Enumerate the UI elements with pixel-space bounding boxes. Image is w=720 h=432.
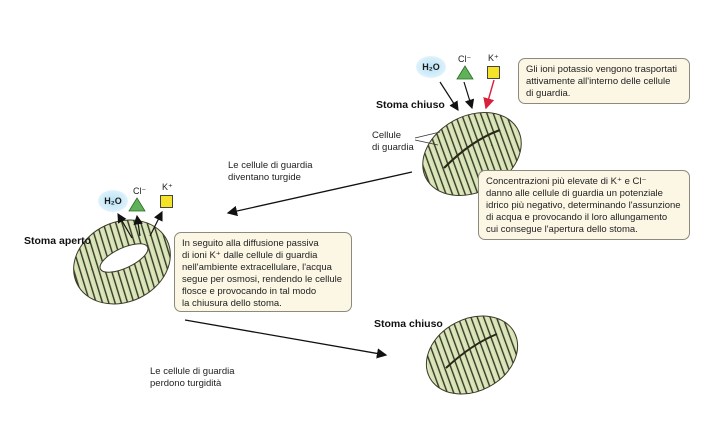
- chloride-triangle-top: [456, 65, 474, 80]
- stoma-closed-title-bottom: Stoma chiuso: [374, 318, 443, 330]
- stoma-open-title: Stoma aperto: [24, 235, 92, 247]
- guard-cell-pointer-1: [414, 131, 441, 139]
- guard-cells-label: Cellule di guardia: [372, 130, 414, 153]
- closing-process-arrow: [184, 319, 388, 359]
- opening-process-arrow: [226, 171, 413, 217]
- guard-cell-pointer-2: [414, 139, 439, 146]
- potassium-out-arrow: [149, 210, 163, 237]
- potassium-square-top: [487, 66, 500, 79]
- potassium-label-open: K⁺: [162, 182, 173, 192]
- water-molecule-top: H₂O: [416, 56, 446, 78]
- callout-potassium-transport: Gli ioni potassio vengono trasportati at…: [518, 58, 690, 104]
- potassium-in-arrow: [483, 79, 495, 110]
- chloride-in-arrow: [463, 81, 475, 110]
- water-molecule-open: H₂O: [98, 190, 128, 212]
- chloride-label-top: Cl⁻: [458, 54, 472, 64]
- chloride-label-open: Cl⁻: [133, 186, 147, 196]
- water-in-arrow: [439, 81, 459, 112]
- lose-turgor-label: Le cellule di guardia perdono turgidità: [150, 366, 235, 389]
- turgid-label: Le cellule di guardia diventano turgide: [228, 160, 313, 183]
- stoma-open: [73, 219, 171, 305]
- callout-concentration: Concentrazioni più elevate di K⁺ e Cl⁻ d…: [478, 170, 690, 240]
- chloride-out-arrow: [133, 214, 143, 237]
- potassium-label-top: K⁺: [488, 53, 499, 63]
- stoma-closed-title-top: Stoma chiuso: [376, 99, 445, 111]
- stoma-closed-bottom: [425, 315, 519, 395]
- callout-diffusion: In seguito alla diffusione passiva di io…: [174, 232, 352, 312]
- water-out-arrow: [117, 212, 133, 239]
- chloride-triangle-open: [128, 197, 146, 212]
- potassium-square-open: [160, 195, 173, 208]
